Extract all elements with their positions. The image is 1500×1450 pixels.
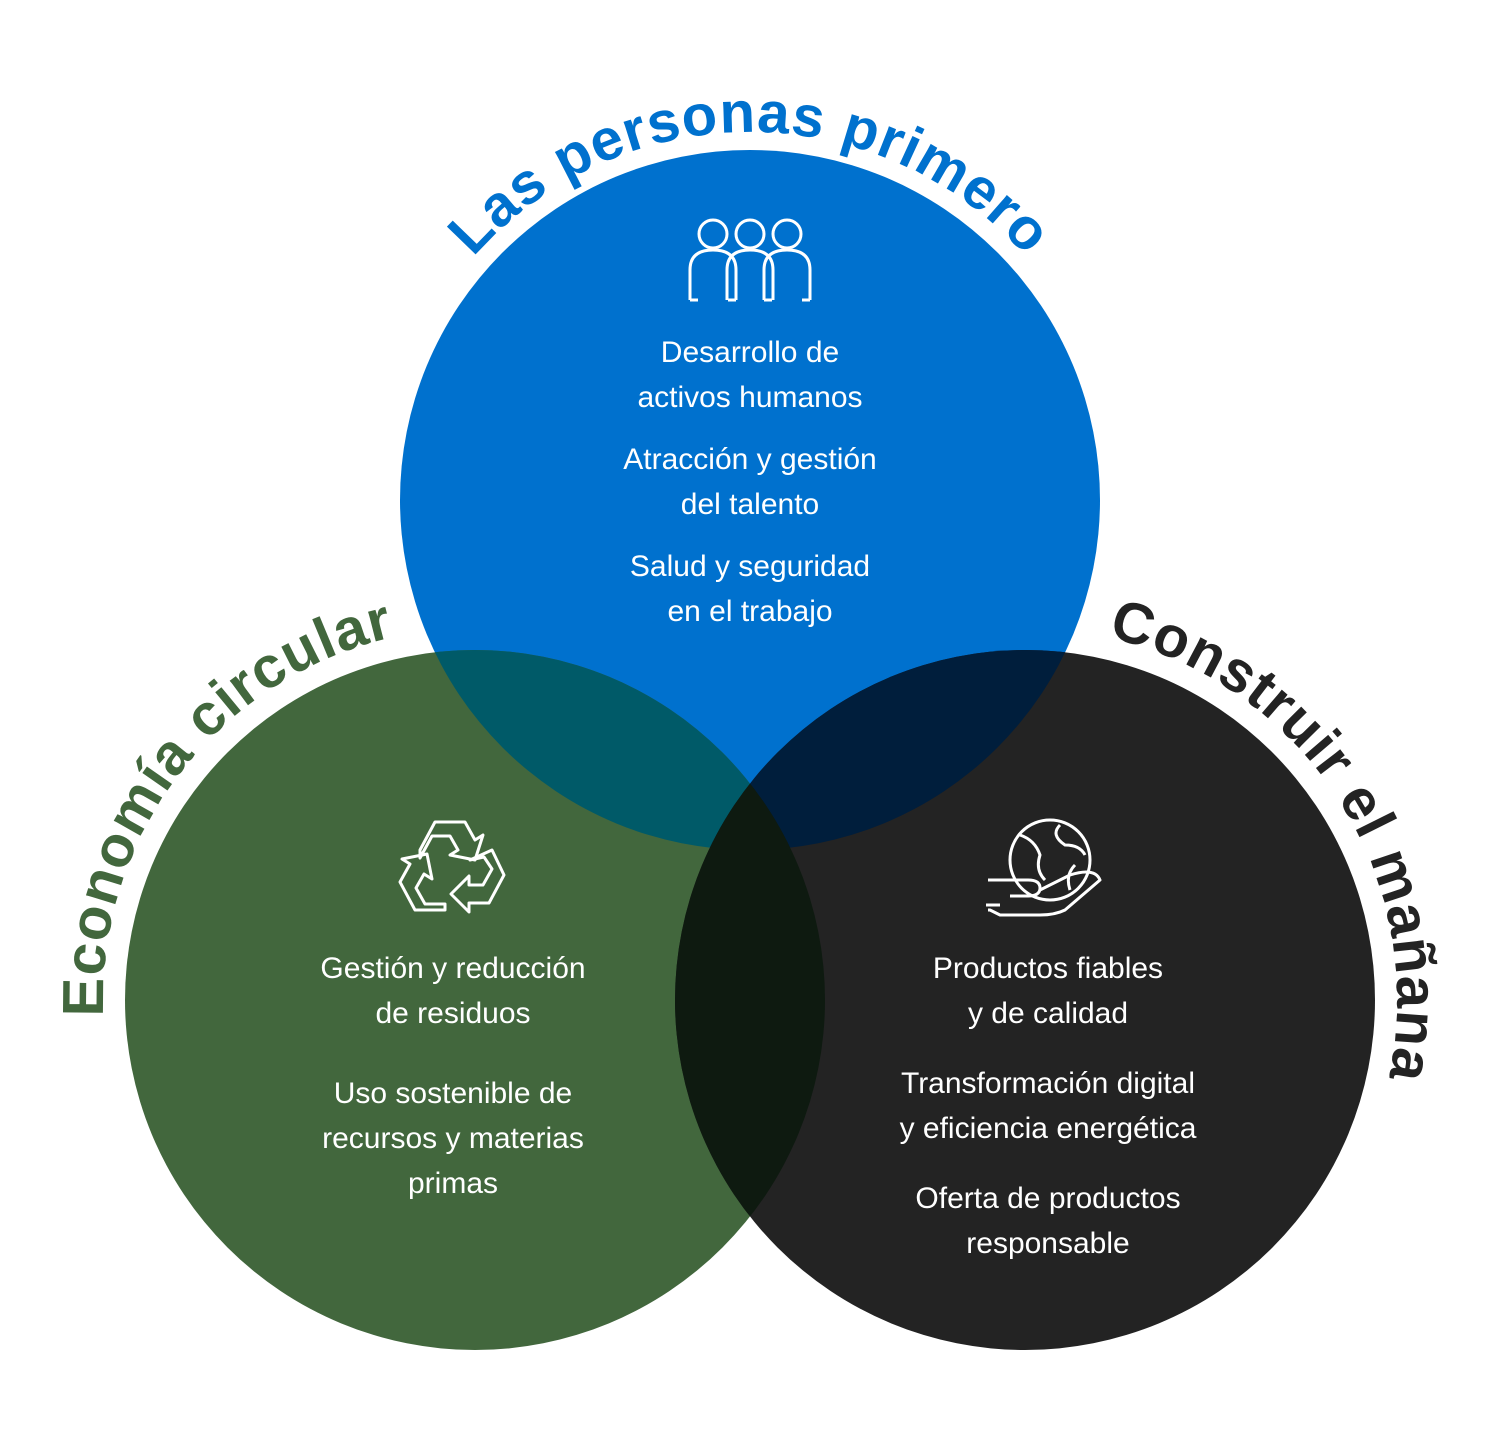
item-line: de residuos (375, 997, 531, 1030)
circular-item: Uso sostenible de recursos y materias prim… (253, 1071, 653, 1206)
item-line: y eficiencia energética (899, 1112, 1197, 1145)
circular-item: Gestión y reducción de residuos (253, 946, 653, 1036)
people-items: Desarrollo de activos humanos Atracción y… (550, 330, 950, 651)
item-line: Productos fiables (932, 952, 1164, 985)
item-line: y de calidad (967, 997, 1129, 1030)
overlap-people-tomorrow (675, 650, 1100, 850)
people-item: Salud y seguridad en el trabajo (550, 544, 950, 634)
item-line: responsable (966, 1227, 1130, 1260)
item-line: primas (407, 1167, 498, 1200)
globe-in-hand-icon (986, 818, 1102, 917)
item-line: recursos y materias (322, 1122, 584, 1155)
item-line: activos humanos (637, 381, 863, 414)
recycle-icon (398, 820, 506, 914)
future-items: Productos fiables y de calidad Transforma… (848, 946, 1248, 1283)
item-line: Gestión y reducción (320, 952, 586, 985)
overlap-people-circular (400, 650, 825, 850)
future-item: Oferta de productos responsable (848, 1176, 1248, 1266)
item-line: Desarrollo de (660, 336, 840, 369)
future-item: Productos fiables y de calidad (848, 946, 1248, 1036)
item-line: Oferta de productos (915, 1182, 1181, 1215)
people-item: Atracción y gestión del talento (550, 437, 950, 527)
future-item: Transformación digital y eficiencia energ… (848, 1061, 1248, 1151)
item-line: Atracción y gestión (623, 443, 877, 476)
item-line: en el trabajo (667, 595, 833, 628)
people-item: Desarrollo de activos humanos (550, 330, 950, 420)
people-group-icon (688, 218, 812, 302)
item-line: del talento (680, 488, 820, 521)
item-line: Salud y seguridad (629, 550, 871, 583)
item-line: Uso sostenible de (333, 1077, 573, 1110)
item-line: Transformación digital (900, 1067, 1195, 1100)
circular-items: Gestión y reducción de residuos Uso soste… (253, 946, 653, 1223)
